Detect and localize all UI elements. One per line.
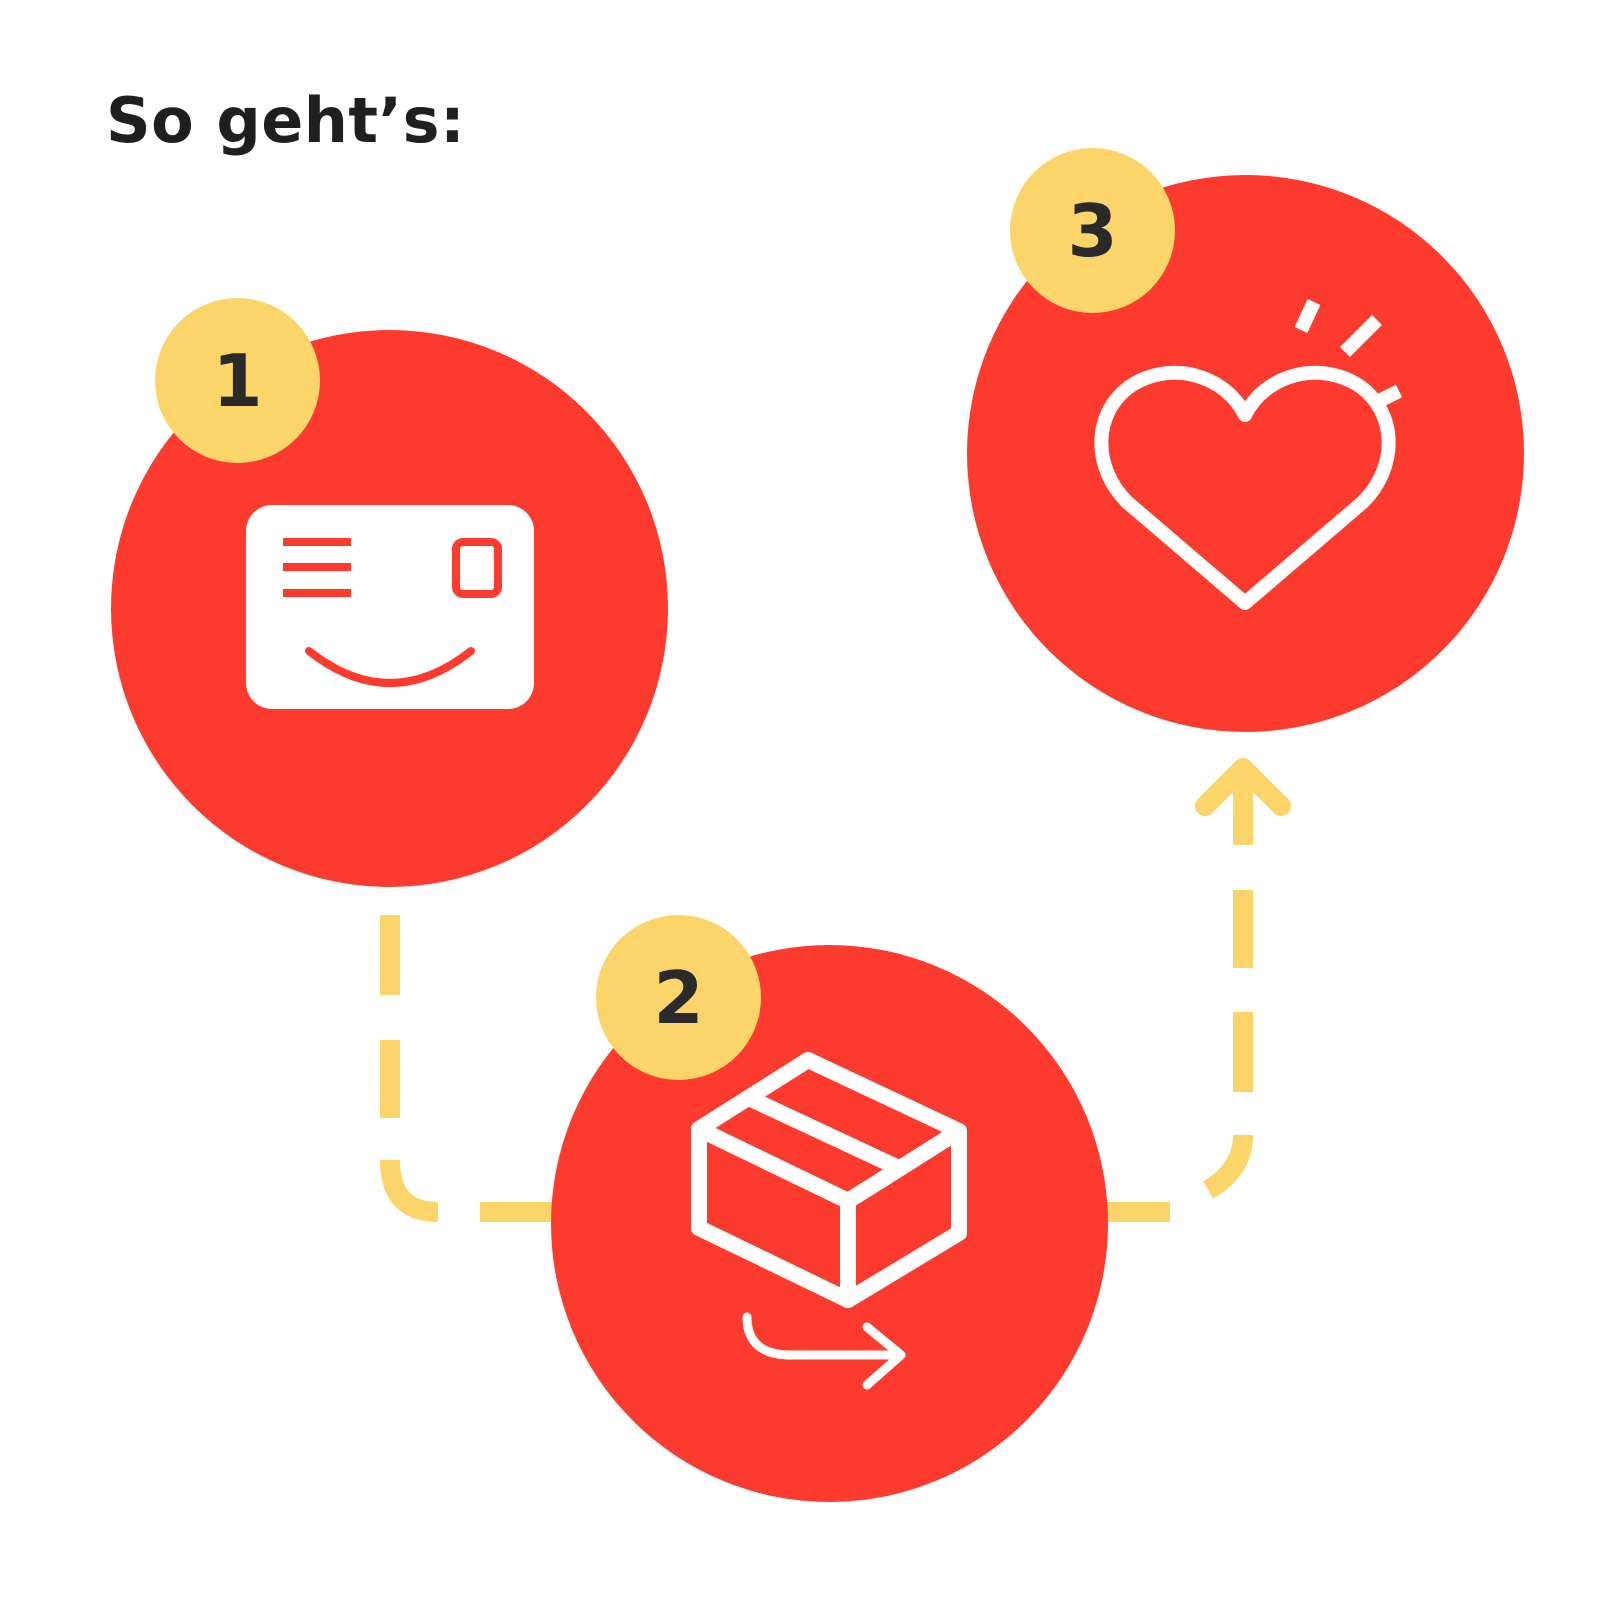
step-3-badge: 3 <box>1010 148 1175 313</box>
package-forward-icon <box>691 1052 967 1390</box>
step-1-number: 1 <box>212 338 263 423</box>
step-2-number: 2 <box>653 955 704 1040</box>
smiling-card-icon <box>246 505 534 709</box>
heart-shine-icon <box>1094 299 1403 610</box>
step-1-badge: 1 <box>155 298 320 463</box>
page-title: So geht’s: <box>106 84 466 157</box>
step-2-badge: 2 <box>596 915 761 1080</box>
step-3-number: 3 <box>1067 188 1118 273</box>
